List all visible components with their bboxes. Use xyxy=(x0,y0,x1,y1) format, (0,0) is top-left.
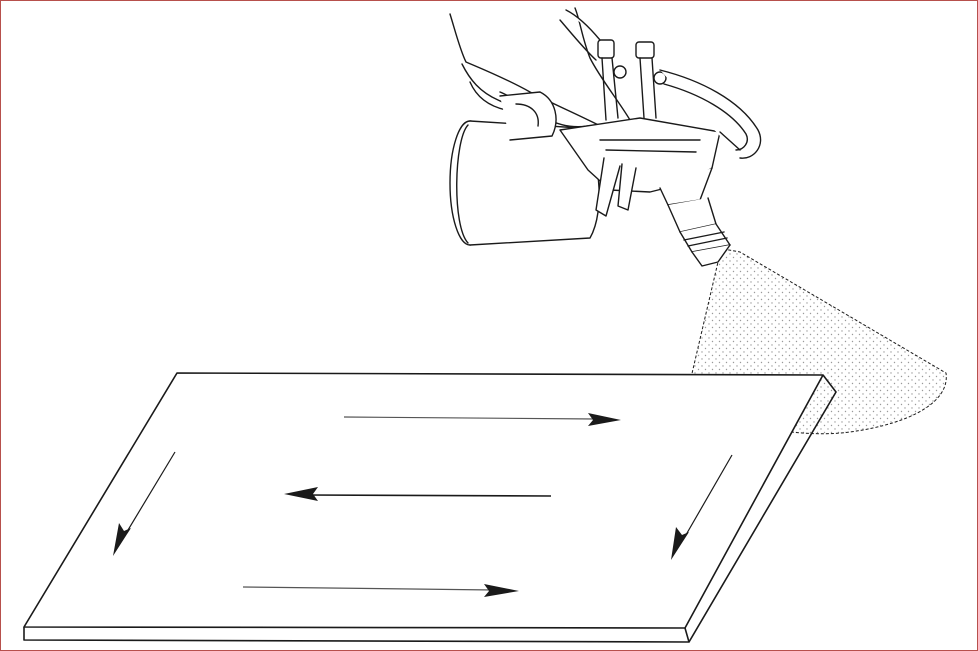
workpiece-panel xyxy=(23,372,837,643)
stroke-arrow-top xyxy=(343,413,621,426)
spray-gun-icon xyxy=(449,39,762,267)
stroke-arrow-left-edge xyxy=(113,451,176,556)
stroke-arrow-bottom xyxy=(242,584,519,597)
stroke-arrow-middle xyxy=(284,487,552,501)
stroke-arrow-right-edge xyxy=(671,454,733,560)
